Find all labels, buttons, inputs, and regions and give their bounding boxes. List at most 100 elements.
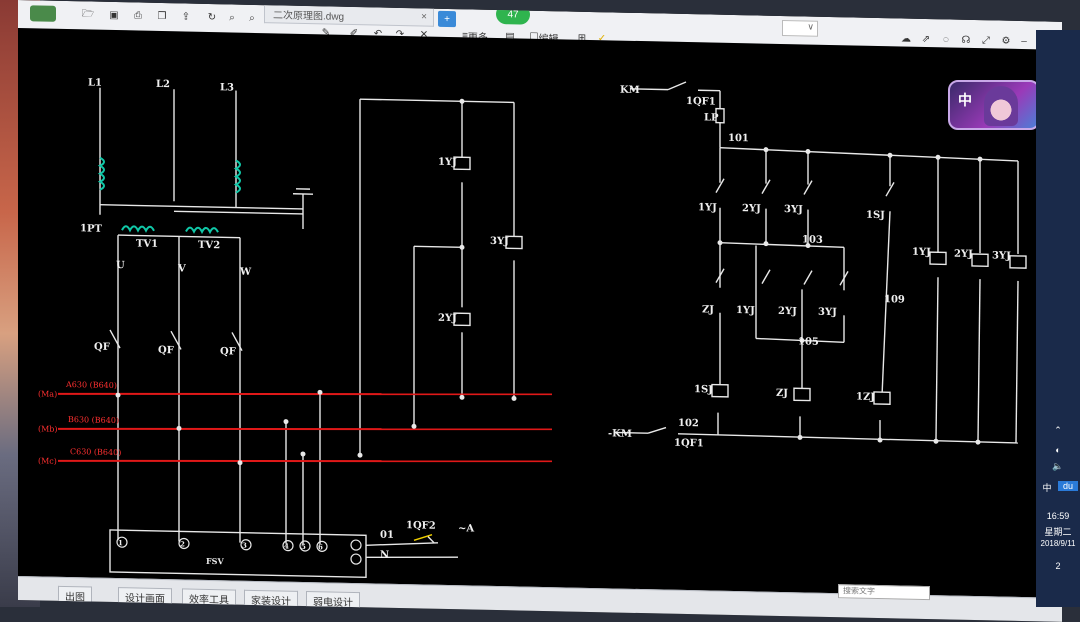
wiring <box>100 70 1018 591</box>
label-2yj-contact: 2YJ <box>742 203 761 214</box>
label-1yj-contact: 1YJ <box>698 202 717 213</box>
label-tv2: TV2 <box>198 240 220 251</box>
label-1sj-contact: 1SJ <box>866 210 885 221</box>
label-v: V <box>177 263 186 274</box>
save-icon[interactable]: ▣ <box>106 7 122 23</box>
label-1yj-nc: 1YJ <box>736 305 755 316</box>
label-tv1: TV1 <box>136 238 158 249</box>
terminal-4: 4 <box>284 542 289 551</box>
label-2yj-coil: 2YJ <box>438 313 457 324</box>
copy-icon[interactable]: ❐ <box>154 8 170 24</box>
bus-b-side-label: (Mb) <box>38 424 58 433</box>
chevron-up-icon[interactable]: ⌃ <box>1036 425 1080 436</box>
view-dropdown[interactable]: ∨ <box>782 20 818 37</box>
terminal-5: 5 <box>301 542 306 551</box>
label-109: 109 <box>884 294 905 305</box>
bus-a-label: A630 (B640) <box>65 380 117 390</box>
label-1zj-coil: 1ZJ <box>856 392 875 403</box>
export-icon[interactable]: ⇪ <box>178 8 194 24</box>
label-km-bottom: -KM <box>608 428 632 439</box>
label-u: U <box>116 260 125 271</box>
settings-icon[interactable]: ⚙ <box>998 33 1014 49</box>
tab-file[interactable]: 二次原理图.dwg × <box>264 5 434 27</box>
headset-icon[interactable]: ☊ <box>958 32 974 48</box>
terminal-2: 2 <box>180 539 185 548</box>
avatar-face-icon <box>984 86 1018 126</box>
bus-c-side-label: (Mc) <box>38 456 57 465</box>
cloud-icon[interactable]: ☁ <box>898 30 914 46</box>
label-1qf1-bottom: 1QF1 <box>674 438 704 450</box>
terminal-3: 3 <box>242 541 247 550</box>
chat-icon[interactable]: ◌ <box>938 31 954 47</box>
ime-avatar-widget[interactable]: 中 <box>948 80 1040 130</box>
taskbar: ⌃ ◐ 🔈 中 du 16:59 星期二 2018/9/11 2 <box>1036 30 1080 607</box>
tab-home-design[interactable]: 家装设计 <box>244 590 298 608</box>
label-3yj-right: 3YJ <box>992 250 1011 261</box>
label-2yj-right: 2YJ <box>954 249 973 260</box>
terminal-1: 1 <box>118 538 123 547</box>
bus-a-side-label: (Ma) <box>38 389 57 398</box>
clock-time[interactable]: 16:59 <box>1036 511 1080 521</box>
label-2yj-nc: 2YJ <box>778 306 797 317</box>
label-1qf2: 1QF2 <box>406 520 436 532</box>
ime-label: 中 <box>958 90 972 110</box>
tab-design-screen[interactable]: 设计画面 <box>118 587 172 605</box>
print-icon[interactable]: ⎙ <box>130 7 146 23</box>
bus-c-label: C630 (B640) <box>70 447 121 457</box>
tab-file-label: 二次原理图.dwg <box>273 6 344 22</box>
labels: L1 L2 L3 1PT TV1 TV2 U V W QF QF QF FSV … <box>80 73 1011 583</box>
label-101: 101 <box>728 133 749 144</box>
label-km-top: KM <box>620 85 640 96</box>
clock-date: 2018/9/11 <box>1036 539 1080 548</box>
label-qf-w: QF <box>220 346 236 357</box>
open-folder-icon[interactable]: 🗁 <box>80 6 96 22</box>
label-n: N <box>380 550 389 561</box>
volume-icon[interactable]: 🔈 <box>1036 461 1080 472</box>
expand-icon[interactable]: ⤢ <box>978 32 994 48</box>
label-3yj-coil: 3YJ <box>490 236 509 247</box>
tab-low-voltage[interactable]: 弱电设计 <box>306 591 360 609</box>
transformer-coils <box>100 158 240 233</box>
label-1qf1-top: 1QF1 <box>686 96 716 108</box>
bus-b-label: B630 (B640) <box>68 415 119 425</box>
status-search-input[interactable]: 搜索文字 <box>838 584 930 600</box>
label-lp: LP <box>704 112 719 123</box>
zoom-icon[interactable]: ⌕ <box>224 9 240 25</box>
tab-output[interactable]: 出图 <box>58 586 92 604</box>
label-102: 102 <box>678 418 699 429</box>
baidu-app-icon[interactable]: du <box>1058 481 1078 491</box>
label-105: 105 <box>798 336 819 347</box>
network-icon[interactable]: ◐ <box>1036 445 1080 455</box>
label-l1: L1 <box>88 77 102 88</box>
app-logo-icon <box>30 5 56 22</box>
cad-window: 🗁 ▣ ⎙ ❐ ⇪ ↻ ⌕ ⌕ 二次原理图.dwg × + 47 ✎ ✐ ↶ ↷… <box>18 0 1062 622</box>
label-1yj-right: 1YJ <box>912 247 931 258</box>
notification-badge: 47 <box>496 4 530 25</box>
zoom-window-icon[interactable]: ⌕ <box>244 10 260 26</box>
label-w: W <box>239 267 252 278</box>
label-a: ~A <box>458 523 474 534</box>
label-1sj-coil: 1SJ <box>694 384 713 395</box>
tab-efficiency-tools[interactable]: 效率工具 <box>182 588 236 606</box>
label-l3: L3 <box>220 82 234 93</box>
new-tab-button[interactable]: + <box>438 11 456 27</box>
junction-dots <box>116 92 983 481</box>
label-01: 01 <box>380 530 394 541</box>
notification-center-icon[interactable]: 2 <box>1036 561 1080 571</box>
ime-indicator[interactable]: 中 <box>1036 481 1058 494</box>
bus-labels: (Ma) (Mb) (Mc) A630 (B640) B630 (B640) C… <box>38 379 121 467</box>
minimize-icon[interactable]: – <box>1016 33 1032 49</box>
label-fsv: FSV <box>206 556 224 566</box>
label-3yj-nc: 3YJ <box>818 307 837 318</box>
terminals <box>117 535 361 564</box>
label-1pt: 1PT <box>80 223 102 234</box>
share-icon[interactable]: ⇗ <box>918 31 934 47</box>
drawing-canvas[interactable]: L1 L2 L3 1PT TV1 TV2 U V W QF QF QF FSV … <box>18 28 1062 598</box>
refresh-icon[interactable]: ↻ <box>204 9 220 25</box>
bus-lines <box>58 384 552 471</box>
label-zj-coil: ZJ <box>776 388 788 399</box>
close-tab-icon[interactable]: × <box>421 11 427 22</box>
label-103: 103 <box>802 234 823 245</box>
clock-weekday: 星期二 <box>1036 525 1080 538</box>
label-3yj-contact: 3YJ <box>784 204 803 215</box>
